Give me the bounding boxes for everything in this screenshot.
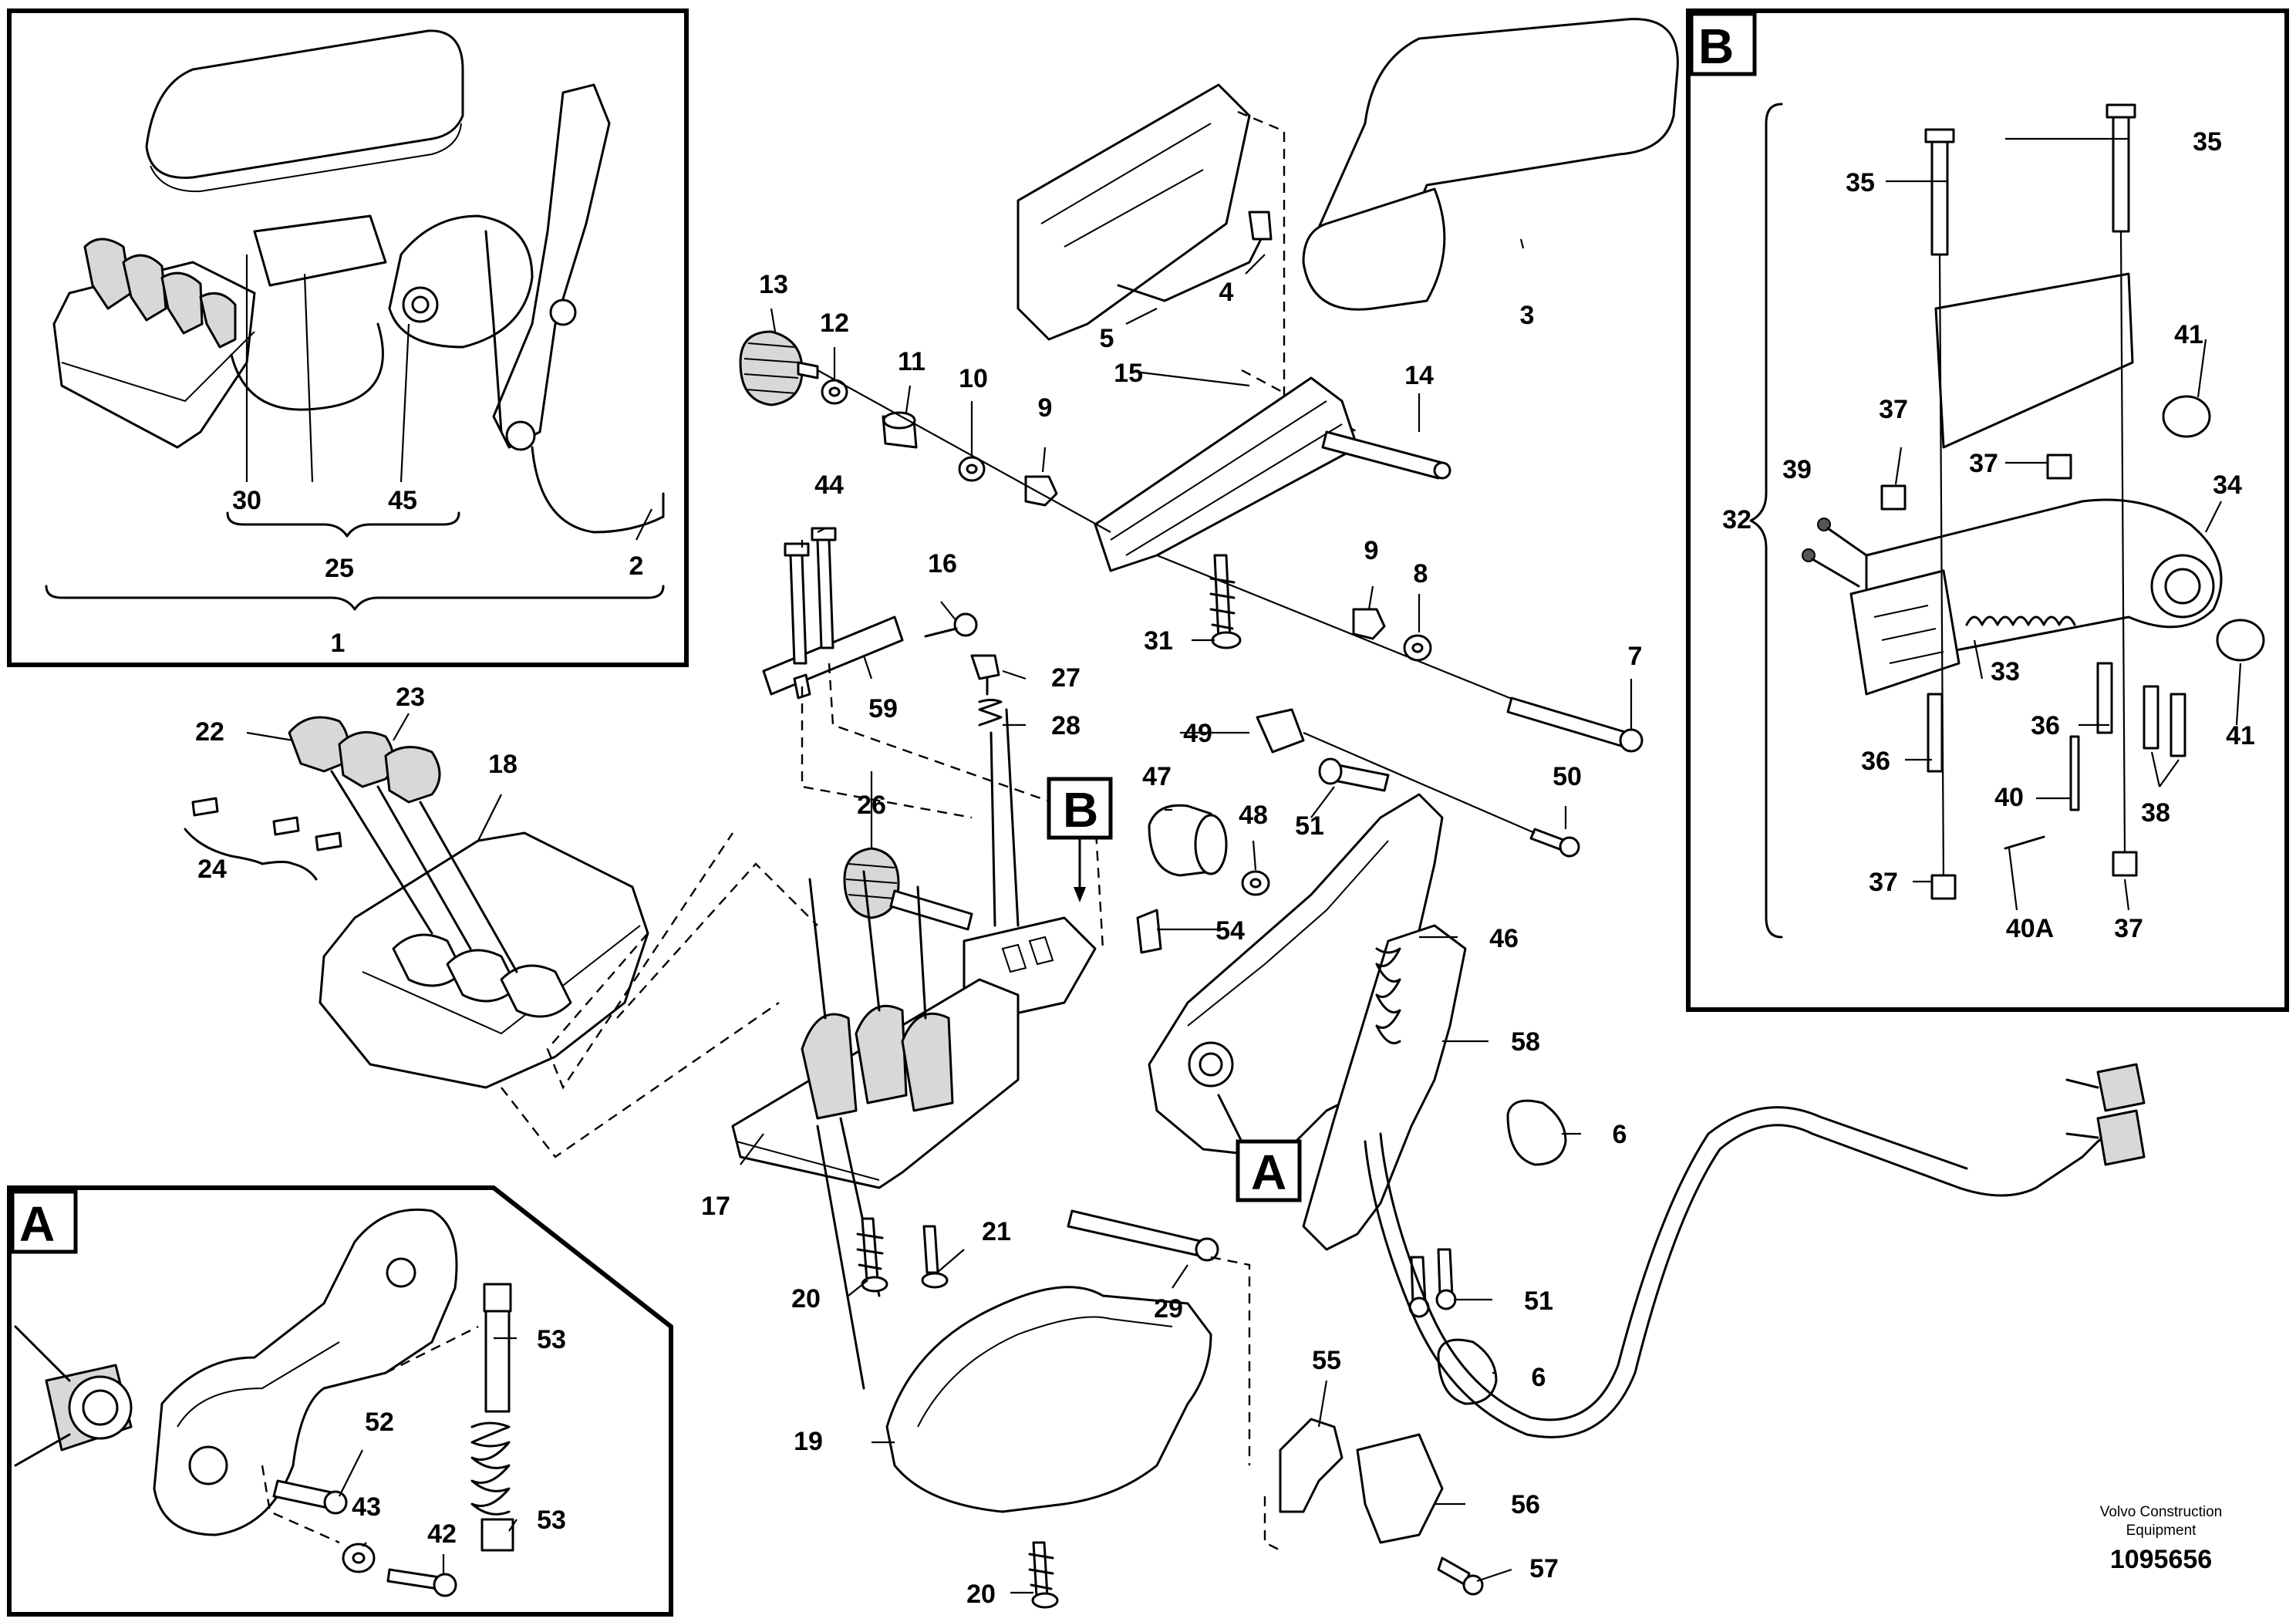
part-label: 40A [2006, 914, 2054, 943]
part-label: 6 [1613, 1120, 1627, 1149]
part-label: 46 [1489, 924, 1519, 953]
part-label: 1 [331, 629, 346, 658]
part-label: 13 [759, 270, 788, 299]
part-label: 56 [1511, 1490, 1540, 1519]
part-label: 37 [1869, 868, 1898, 897]
part-label: 19 [794, 1427, 823, 1456]
part-label: 36 [2031, 711, 2060, 740]
part-label: 59 [868, 694, 898, 723]
inset-labels: B A A B [19, 19, 1734, 1252]
part-label: 14 [1404, 361, 1434, 390]
part-number-labels: 1 2 3 4 5 6 6 7 8 9 9 10 11 12 13 14 15 … [195, 127, 2255, 1609]
part-label: 29 [1154, 1294, 1183, 1324]
part-label: 27 [1051, 663, 1081, 693]
part-label: 49 [1183, 719, 1212, 748]
part-label: 45 [388, 486, 417, 515]
overview-inset [7, 8, 689, 667]
part-label: 33 [1991, 657, 2020, 686]
part-label: 42 [427, 1519, 457, 1549]
inset-label-b: B [1698, 19, 1734, 74]
part-label: 35 [1846, 168, 1875, 197]
part-label: 41 [2174, 320, 2203, 349]
part-label: 37 [2114, 914, 2143, 943]
part-label: 9 [1364, 536, 1379, 565]
part-label: 5 [1100, 324, 1114, 353]
part-label: 30 [232, 486, 261, 515]
part-label: 7 [1628, 642, 1643, 671]
part-label: 39 [1782, 455, 1812, 484]
part-label: 37 [1879, 395, 1908, 424]
leader-lines [246, 137, 2242, 1594]
part-label: 55 [1312, 1346, 1341, 1375]
part-label: 10 [959, 364, 988, 393]
part-label: 20 [791, 1284, 821, 1313]
drawing-number: 1095656 [2110, 1545, 2212, 1574]
part-label: 31 [1144, 626, 1173, 656]
company-name: Volvo Construction [2100, 1504, 2222, 1520]
part-label: 17 [701, 1192, 730, 1221]
part-label: 9 [1038, 393, 1053, 423]
part-label: 26 [857, 791, 886, 820]
part-label: 54 [1215, 916, 1245, 946]
part-label: 38 [2141, 798, 2170, 828]
part-label: 16 [928, 549, 957, 578]
main-assembly [184, 18, 2146, 1609]
part-label: 47 [1142, 762, 1172, 791]
callout-b: B [1063, 782, 1098, 838]
detail-a-inset [7, 1185, 673, 1617]
part-label: 34 [2213, 470, 2242, 500]
part-label: 24 [197, 855, 227, 884]
part-label: 52 [365, 1408, 394, 1437]
part-label: 2 [629, 551, 644, 581]
part-label: 12 [820, 309, 849, 338]
part-label: 51 [1524, 1286, 1553, 1316]
part-label: 41 [2226, 721, 2255, 750]
part-label: 37 [1969, 449, 1998, 478]
detail-b-inset [1686, 8, 2289, 1012]
footer: Volvo Construction Equipment 1095656 [2100, 1504, 2222, 1574]
part-label: 58 [1511, 1027, 1540, 1057]
part-label: 40 [1994, 783, 2024, 812]
part-label: 35 [2193, 127, 2222, 157]
part-label: 51 [1295, 811, 1324, 841]
part-label: 25 [325, 554, 354, 583]
part-label: 21 [982, 1217, 1011, 1246]
part-label: 44 [814, 470, 844, 500]
inset-label-a: A [19, 1196, 55, 1252]
part-label: 20 [966, 1580, 996, 1609]
part-label: 6 [1532, 1363, 1546, 1392]
part-label: 36 [1861, 747, 1890, 776]
part-label: 53 [537, 1506, 566, 1535]
callout-a: A [1251, 1145, 1286, 1200]
part-label: 15 [1114, 359, 1143, 388]
part-label: 48 [1239, 801, 1268, 830]
part-label: 28 [1051, 711, 1081, 740]
part-label: 53 [537, 1325, 566, 1354]
company-name-line2: Equipment [2126, 1523, 2197, 1539]
part-label: 3 [1520, 301, 1535, 330]
part-label: 18 [488, 750, 518, 779]
part-label: 22 [195, 717, 224, 747]
part-label: 50 [1553, 762, 1582, 791]
part-label: 57 [1529, 1554, 1559, 1583]
part-label: 11 [898, 347, 925, 376]
part-label: 23 [396, 683, 425, 712]
part-label: 32 [1722, 505, 1752, 534]
part-label: 4 [1219, 278, 1234, 307]
part-label: 8 [1414, 559, 1428, 588]
part-label: 43 [352, 1492, 381, 1522]
